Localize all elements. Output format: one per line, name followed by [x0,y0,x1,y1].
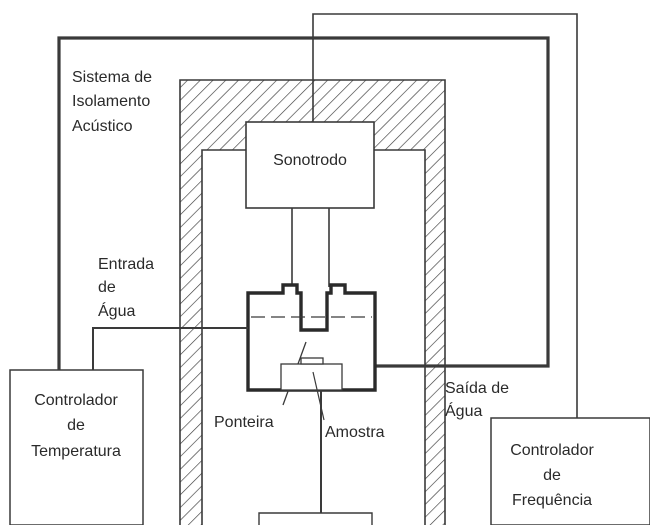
frequency-controller-label-line1: Controlador [510,442,594,459]
frequency-controller-box [490,417,650,525]
sample-pointer [312,371,325,421]
temperature-controller-label-line2: de [67,417,85,434]
isolation-label-line2: Isolamento [72,93,150,110]
sample-holder [280,363,343,391]
sample-label: Amostra [325,424,385,441]
water-in-label-line1: Entrada [98,256,154,273]
frequency-cable [312,13,578,418]
sonotrode-label: Sonotrodo [273,152,347,169]
acoustic-isolation-wall [180,80,445,525]
frequency-controller-label-line2: de [543,467,561,484]
frequency-controller-label-line3: Frequência [512,492,592,509]
sample [300,357,324,365]
water-out-label-line2: Água [445,401,482,420]
support-base [258,512,373,525]
temperature-controller-box [9,369,144,525]
temperature-controller-label-line1: Controlador [34,392,118,409]
temperature-controller-label-line3: Temperatura [31,443,121,460]
sonotrode-body [245,121,375,209]
water-in-label-line2: de [98,279,116,296]
sonotrode-horn [291,208,330,287]
isolation-label-line1: Sistema de [72,69,152,86]
water-out-label-line1: Saída de [445,380,509,397]
water-in-label-line3: Água [98,301,135,320]
frequency-loop-frame [57,36,550,370]
isolation-label-line3: Acústico [72,118,133,135]
tip-label: Ponteira [214,414,274,431]
water-inlet-pipe [92,327,248,370]
reaction-vessel [246,283,377,392]
